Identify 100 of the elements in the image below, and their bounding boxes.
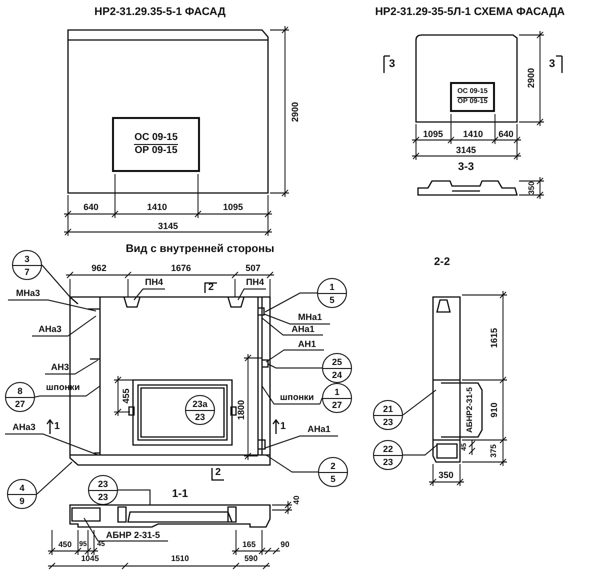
callout-circle	[373, 440, 403, 470]
section-number: 1	[54, 422, 60, 432]
dimension-value: 1095	[422, 129, 444, 139]
leader-line	[44, 360, 98, 374]
callout-number: 23а	[186, 398, 214, 410]
section-number: 3	[548, 59, 556, 69]
section-title: 2-2	[434, 257, 450, 267]
dimension-value: 640	[83, 202, 99, 212]
dimension-value: 640	[498, 129, 514, 139]
callout-circle	[5, 382, 35, 412]
callout-number: 21	[374, 402, 402, 416]
window-mark: ОР 09-15	[134, 145, 178, 158]
part-label: АБНР 2-31-5	[98, 529, 168, 541]
part-label: шпонки	[274, 391, 320, 404]
leader-line	[134, 288, 166, 300]
callout-number: 27	[330, 398, 343, 410]
section-number: 3	[388, 59, 396, 69]
dimension-value: 1410	[146, 202, 168, 212]
leader-line	[266, 454, 318, 472]
leader-line	[8, 300, 96, 312]
dimension-value: 2900	[526, 68, 536, 88]
leader-line	[34, 396, 40, 398]
dimension-value: 455	[121, 388, 131, 404]
leader-line	[402, 390, 436, 416]
leader-line	[238, 288, 266, 300]
leader-line	[262, 318, 324, 336]
panel-section-drawing	[70, 505, 270, 527]
leader-line	[36, 462, 72, 494]
view-title: Вид с внутренней стороны	[126, 244, 274, 254]
callout-number: 27	[14, 398, 26, 410]
leader-line	[42, 264, 70, 298]
dimension-value: 3145	[456, 145, 476, 155]
part-label: АНа1	[300, 423, 338, 436]
callout-circle	[88, 475, 118, 505]
callout-number: 9	[18, 494, 26, 506]
dimension-value: 1615	[489, 328, 499, 348]
window-opening	[112, 117, 200, 172]
dimension-value: 910	[489, 402, 499, 418]
callout-circle	[318, 457, 348, 487]
part-label: ПН4	[143, 276, 165, 289]
section-title: 3-3	[458, 162, 474, 172]
dimension-value: 2900	[290, 102, 300, 122]
dimension-value: 1410	[462, 129, 484, 139]
dimension-value: 3145	[158, 221, 178, 231]
callout-number: 25	[323, 356, 351, 368]
section-number: 2	[215, 468, 221, 478]
dimension-value: 350	[527, 181, 537, 195]
callout-number: 24	[330, 368, 343, 380]
leader-line	[118, 490, 150, 506]
leader-line	[262, 386, 320, 404]
leader-line	[84, 518, 168, 542]
part-label: МНа3	[8, 287, 48, 300]
dimension-value: 450	[58, 540, 72, 550]
callout-number: 4	[8, 482, 36, 494]
part-label: МНа1	[290, 311, 330, 324]
drawing-title: НР2-31.29-35-5Л-1 СХЕМА ФАСАДА	[375, 7, 565, 17]
dimension-value: 962	[91, 263, 107, 273]
callout-circle	[317, 278, 347, 308]
callout-number: 23	[194, 410, 206, 422]
callout-number: 1	[318, 280, 346, 294]
dimension-value: 1045	[81, 554, 99, 564]
callout-number: 1	[323, 386, 351, 398]
dimension-value: 1676	[170, 263, 192, 273]
part-label: АБНР2-31-5	[465, 387, 475, 433]
dimension-value: 90	[280, 540, 290, 550]
callout-number: 3	[13, 252, 41, 266]
dimension-value: 507	[245, 263, 261, 273]
callout-number: 23	[96, 490, 109, 502]
callout-circle	[322, 353, 352, 383]
dimension-value: 1800	[236, 400, 246, 420]
window-opening	[450, 82, 495, 112]
part-label: АН1	[290, 338, 324, 350]
panel-section-drawing	[433, 295, 483, 462]
part-label: ПН4	[244, 276, 266, 289]
callout-circle	[373, 400, 403, 430]
dimension-value: 40	[292, 496, 302, 504]
part-label: АНа3	[5, 421, 43, 434]
section-number: 1	[280, 422, 286, 432]
leader-line	[320, 398, 322, 404]
leader-line	[32, 316, 96, 336]
callout-circle	[322, 383, 352, 413]
leader-line	[266, 350, 324, 362]
callout-circle	[185, 395, 215, 425]
callout-number: 23	[382, 456, 394, 468]
callout-number: 8	[6, 384, 34, 398]
callout-number: 5	[328, 294, 336, 306]
section-title: 1-1	[172, 489, 188, 499]
drawing-title: НР2-31.29.35-5-1 ФАСАД	[94, 7, 226, 17]
part-label: АНа1	[283, 323, 323, 335]
part-label: АН3	[45, 361, 75, 374]
dimension-value: 1510	[171, 554, 189, 564]
leader-line	[268, 364, 322, 368]
dimension-value: 375	[489, 444, 499, 458]
leader-line	[402, 444, 438, 456]
callout-number: 23	[89, 478, 117, 490]
leader-line	[4, 434, 98, 456]
dimension-value: 350	[438, 470, 454, 480]
dimension-value: 590	[244, 554, 258, 564]
callout-number: 2	[319, 460, 347, 472]
callout-circle	[12, 250, 42, 280]
